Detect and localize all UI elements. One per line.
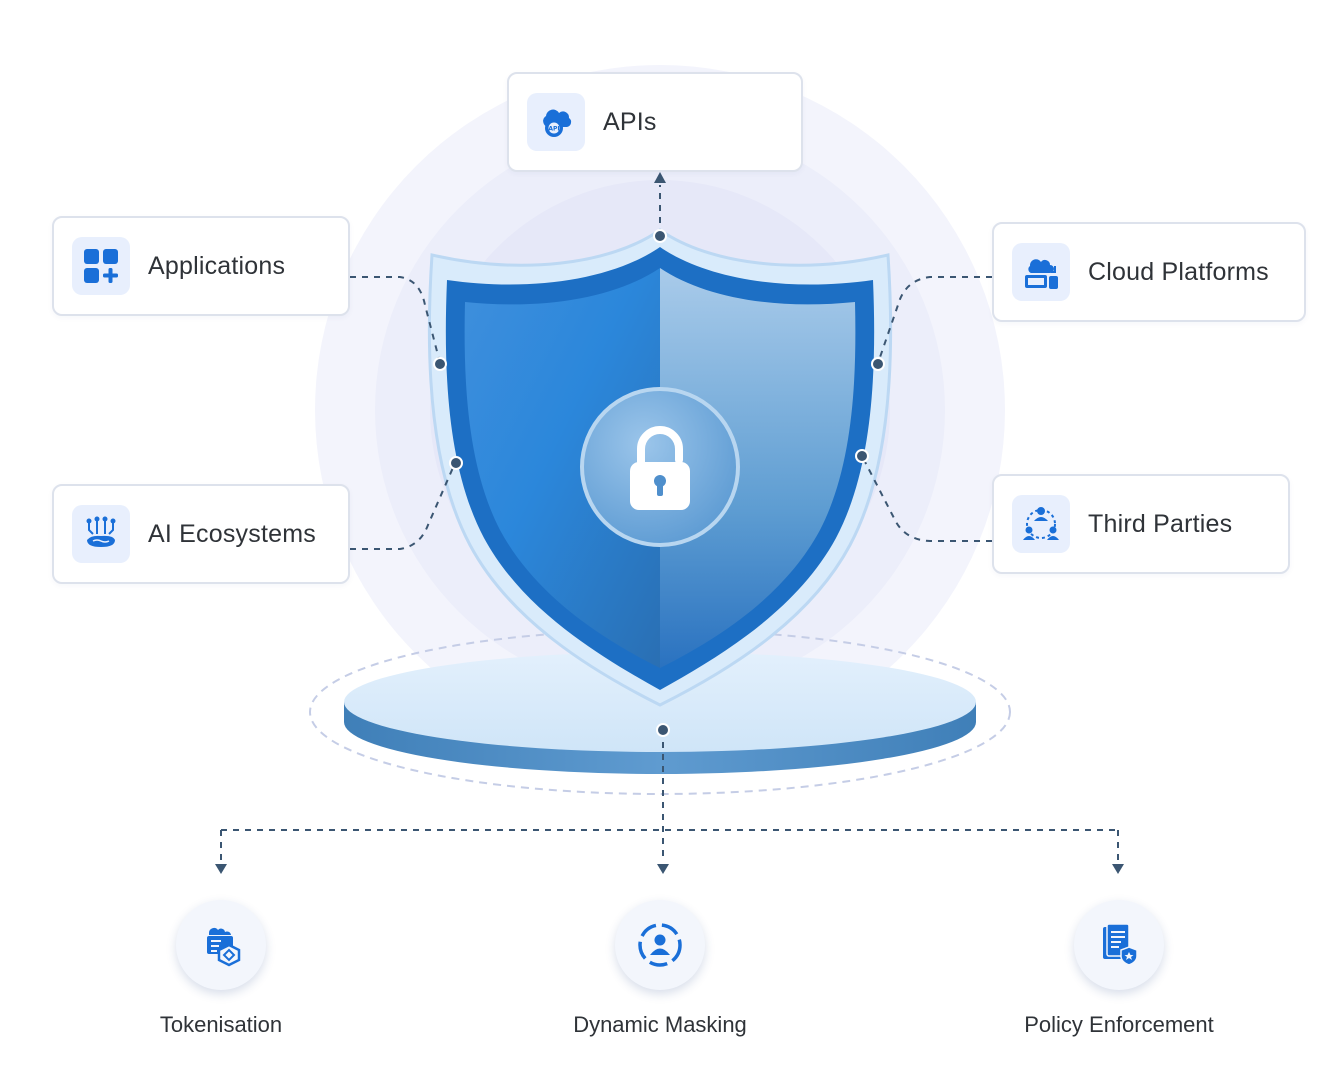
- cloud-devices-icon: [1012, 243, 1070, 301]
- apis-label: APIs: [603, 107, 657, 136]
- third-parties-card: Third Parties: [992, 474, 1290, 574]
- dynamic-masking-icon: [615, 900, 705, 990]
- policy-enforcement-item: Policy Enforcement: [989, 900, 1249, 1038]
- ai-ecosystems-card: AI Ecosystems: [52, 484, 350, 584]
- svg-text:API: API: [548, 126, 559, 133]
- apps-grid-plus-icon: [72, 237, 130, 295]
- ai-network-icon: [72, 505, 130, 563]
- shield-inner-right: [660, 268, 856, 668]
- cloud-platforms-label: Cloud Platforms: [1088, 257, 1269, 286]
- ai-ecosystems-label: AI Ecosystems: [148, 519, 316, 548]
- connectors: [220, 185, 1119, 862]
- applications-card: Applications: [52, 216, 350, 316]
- arrowheads: [215, 172, 1124, 874]
- apis-card: API APIs: [507, 72, 803, 172]
- policy-enforcement-icon: [1074, 900, 1164, 990]
- api-cloud-gear-icon: API: [527, 93, 585, 151]
- tokenisation-icon: [176, 900, 266, 990]
- padlock-icon: [630, 426, 690, 510]
- dynamic-masking-item: Dynamic Masking: [530, 900, 790, 1038]
- cloud-platforms-card: Cloud Platforms: [992, 222, 1306, 322]
- platform-dashed-ring: [309, 629, 1011, 795]
- connector-dots: [433, 229, 885, 737]
- tokenisation-label: Tokenisation: [159, 1012, 283, 1037]
- policy-enforcement-label: Policy Enforcement: [1024, 1012, 1214, 1037]
- tokenisation-item: Tokenisation: [91, 900, 351, 1038]
- third-parties-network-icon: [1012, 495, 1070, 553]
- third-parties-label: Third Parties: [1088, 509, 1233, 538]
- applications-label: Applications: [148, 251, 286, 280]
- dynamic-masking-label: Dynamic Masking: [573, 1012, 747, 1037]
- shield-inner-left: [464, 268, 660, 668]
